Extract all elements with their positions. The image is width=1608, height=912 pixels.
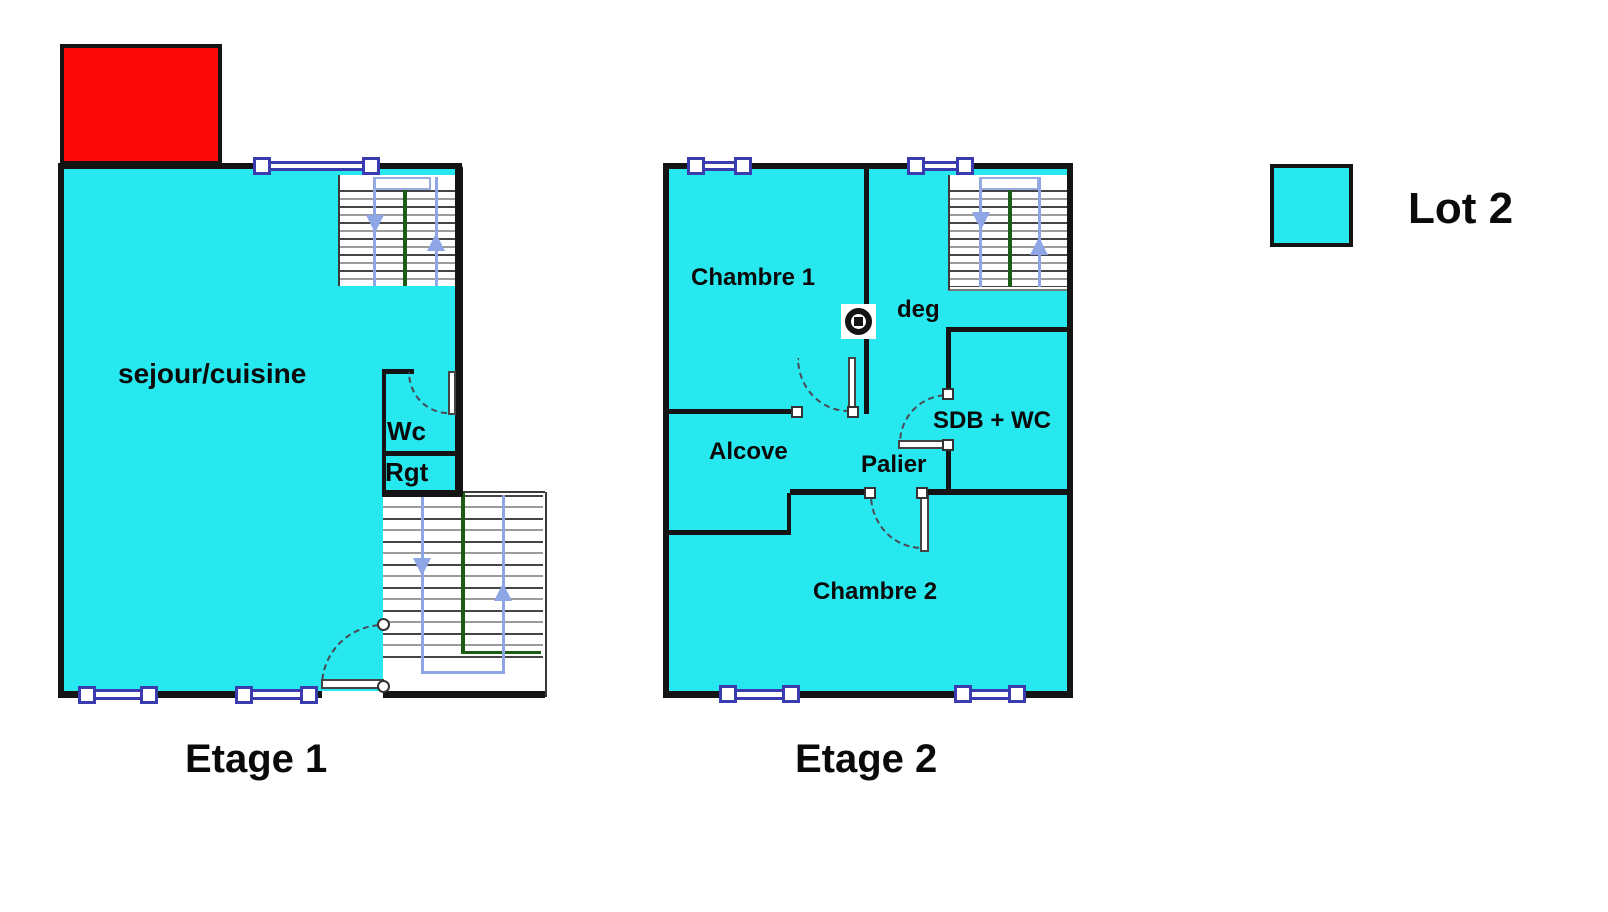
bedroom1-wall-bottom (669, 409, 797, 414)
palier-door-leaf (920, 495, 929, 552)
bathroom-wall-left-upper (946, 327, 951, 394)
stair-up-arrow-icon (1030, 237, 1048, 255)
floor1-wall-right (455, 163, 463, 497)
room-label-bedroom2: Chambre 2 (813, 578, 938, 605)
stair-down-arrow-icon (366, 215, 384, 233)
stair-stringer (403, 188, 407, 286)
bedroom1-door-jamb-left (791, 406, 803, 418)
stair-top-edge (463, 491, 545, 493)
floor2-wall-top (663, 163, 1073, 169)
window-end-square (907, 157, 925, 175)
room-label-degagement: deg (897, 296, 940, 323)
stair-stringer-foot (461, 651, 541, 654)
bedroom1-door-leaf (848, 357, 856, 413)
legend-swatch (1270, 164, 1353, 247)
floor2-wall-bottom (663, 691, 1073, 698)
floor2-wall-left (663, 163, 669, 698)
window-bar (96, 689, 140, 700)
window-end-square (734, 157, 752, 175)
window-bar (271, 161, 362, 171)
window-end-square (362, 157, 380, 175)
stair-guide-connector (421, 671, 505, 674)
floor1-wall-bottom-right (383, 691, 545, 698)
bedroom1-wall-right (864, 169, 869, 414)
window-bar (972, 689, 1008, 700)
stair-down-arrow-icon (413, 558, 431, 576)
alcove-step-wall-horizontal (669, 530, 791, 535)
window-end-square (78, 686, 96, 704)
wc-door-leaf (448, 371, 456, 415)
bathroom-door-jamb-bottom (942, 439, 954, 451)
bathroom-door-jamb-top (942, 388, 954, 400)
stair-guide-right (1038, 177, 1041, 287)
stair-up-arrow-icon (494, 583, 512, 601)
room-label-storage: Rgt (385, 457, 429, 487)
window-end-square (782, 685, 800, 703)
entry-door-jamb-top (377, 618, 390, 631)
floor1-wall-left (58, 163, 64, 698)
floor1-staircase-top (338, 175, 457, 286)
stair-guide-left (421, 495, 424, 674)
window-end-square (687, 157, 705, 175)
floor2-wall-right (1067, 163, 1073, 698)
room-label-wc: Wc (387, 416, 426, 446)
palier-wall-right-segment (922, 489, 1067, 495)
palier-wall-left-segment (790, 489, 870, 495)
wc-rgt-divider-wall (382, 451, 463, 456)
window-end-square (253, 157, 271, 175)
ceiling-symbol-dot (854, 317, 863, 326)
window-end-square (719, 685, 737, 703)
floor1-title: Etage 1 (185, 737, 328, 781)
window-end-square (300, 686, 318, 704)
stair-landing-notch (980, 177, 1039, 190)
room-label-palier: Palier (861, 451, 927, 478)
floor2-title: Etage 2 (795, 737, 938, 781)
rgt-wall-bottom (382, 490, 463, 497)
palier-door-jamb-right (916, 487, 928, 499)
window-bar (737, 689, 782, 700)
window-end-square (954, 685, 972, 703)
window-bar (705, 161, 734, 171)
entry-door-leaf (321, 679, 384, 689)
floor2-staircase (948, 175, 1069, 291)
legend-label: Lot 2 (1408, 184, 1514, 233)
wc-wall-left (382, 369, 386, 496)
room-label-living: sejour/cuisine (118, 358, 307, 389)
bathroom-wall-left-lower (946, 443, 951, 493)
window-end-square (956, 157, 974, 175)
bedroom1-door-jamb-right (847, 406, 859, 418)
ceiling-symbol-ring (845, 308, 872, 335)
floor1-wall-bottom-left (58, 691, 322, 698)
room-label-bathroom: SDB + WC (933, 407, 1052, 434)
entry-door-jamb-bottom (377, 680, 390, 693)
stair-landing-notch (374, 177, 431, 190)
window-end-square (140, 686, 158, 704)
bathroom-wall-top (948, 327, 1067, 332)
ceiling-symbol-icon (841, 304, 876, 339)
alcove-step-wall-vertical (787, 493, 791, 534)
stair-down-arrow-icon (972, 212, 990, 230)
wc-wall-top (382, 369, 414, 374)
stair-stringer (1008, 188, 1012, 287)
window-bar (253, 689, 300, 700)
floor1-staircase-bottom (383, 492, 547, 697)
stair-up-arrow-icon (427, 233, 445, 251)
window-end-square (1008, 685, 1026, 703)
window-end-square (235, 686, 253, 704)
stair-stringer (461, 492, 465, 653)
stair-guide-left (979, 177, 982, 287)
palier-door-jamb-left (864, 487, 876, 499)
window-bar (925, 161, 956, 171)
stair-guide-right (435, 177, 438, 286)
room-label-alcove: Alcove (709, 438, 788, 465)
room-label-bedroom1: Chambre 1 (691, 264, 816, 291)
annex-red-block (60, 44, 222, 165)
bathroom-door-leaf (898, 440, 948, 449)
